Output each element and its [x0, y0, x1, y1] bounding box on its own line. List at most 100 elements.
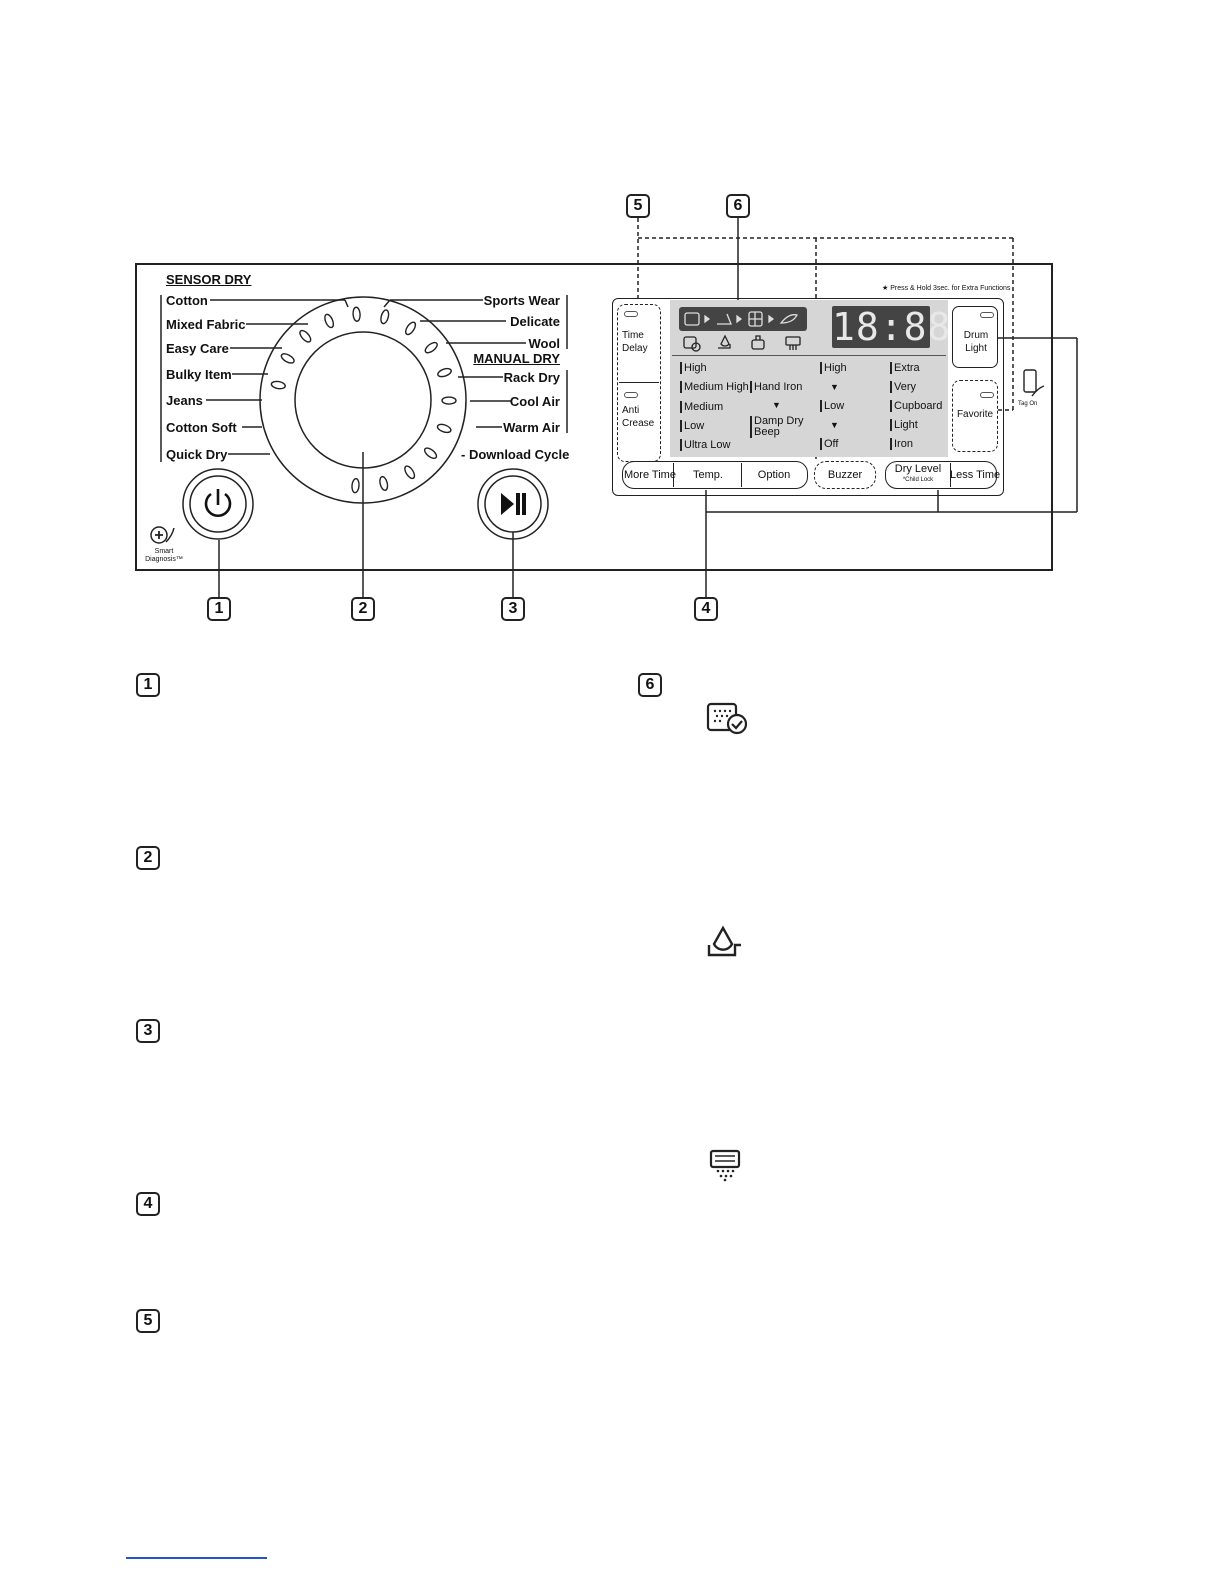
dial-led [437, 367, 452, 378]
drum-light-led [980, 312, 994, 318]
cycle-sports-wear[interactable]: Sports Wear [483, 293, 560, 308]
cycle-cotton-soft[interactable]: Cotton Soft [166, 420, 237, 435]
dial-led [379, 475, 389, 492]
footer-link-rule [126, 1557, 267, 1559]
cycle-easy-care[interactable]: Easy Care [166, 341, 229, 356]
temp-low: Low [680, 420, 704, 432]
manual-dry-header: MANUAL DRY [473, 351, 560, 366]
dry-light: Light [890, 419, 918, 431]
more-time-button[interactable]: More Time [624, 469, 676, 481]
cycle-wool[interactable]: Wool [528, 336, 560, 351]
cycle-delicate[interactable]: Delicate [510, 314, 560, 329]
less-time-button[interactable]: Less Time [950, 469, 1001, 481]
dial-led [351, 477, 360, 494]
smart-diagnosis-icon [150, 526, 175, 544]
dial-led [270, 380, 286, 390]
left-button-group [622, 461, 808, 489]
callout-6-top: 6 [726, 194, 750, 218]
time-low: Low [820, 400, 844, 412]
dial-led [436, 423, 452, 434]
callout-2: 2 [351, 597, 375, 621]
section-marker-2: 2 [136, 846, 160, 870]
favorite-label: Favorite [956, 409, 994, 420]
start-pause-button[interactable] [476, 467, 550, 541]
dry-cupboard: Cupboard [890, 400, 942, 412]
dry-level-button[interactable]: Dry Level [894, 463, 942, 475]
time-delay-button[interactable]: Time Delay [622, 330, 648, 354]
favorite-button[interactable] [952, 380, 998, 452]
temp-ultra-low: Ultra Low [680, 439, 730, 451]
drum-light-button[interactable] [952, 306, 998, 368]
control-panel [135, 263, 1053, 571]
callout-1: 1 [207, 597, 231, 621]
option-hand-iron: Hand Iron [750, 381, 802, 393]
buzzer-button[interactable] [814, 461, 876, 489]
status-icons-row [683, 334, 801, 352]
section-marker-1: 1 [136, 673, 160, 697]
cycle-quick-dry[interactable]: Quick Dry [166, 447, 228, 462]
sensor-check-icon [706, 702, 748, 735]
cycle-download[interactable]: - Download Cycle [461, 447, 570, 462]
callout-4: 4 [694, 597, 718, 621]
callout-5-group-left [617, 304, 661, 462]
cycle-cotton[interactable]: Cotton [166, 293, 208, 308]
leader-lines [160, 218, 1078, 597]
cycle-cool-air[interactable]: Cool Air [509, 394, 560, 409]
dial-led [352, 306, 361, 322]
time-display: 18:88 [832, 305, 952, 349]
tag-on-icon [1023, 369, 1045, 397]
cycle-dial[interactable] [253, 290, 473, 510]
press-hold-note: ★ Press & Hold 3sec. for Extra Functions [882, 285, 1011, 292]
dial-led [299, 329, 312, 343]
water-drop-icon [707, 925, 741, 957]
power-icon [204, 489, 232, 517]
option-arrow: ▼ [772, 400, 781, 410]
power-button[interactable] [181, 467, 255, 541]
option-button[interactable]: Option [757, 469, 791, 481]
buzzer-label: Buzzer [827, 469, 863, 481]
section-marker-4: 4 [136, 1192, 160, 1216]
temp-medium-high: Medium High [680, 381, 749, 393]
section-marker-6: 6 [638, 673, 662, 697]
dial-led [441, 396, 457, 405]
anti-crease-led [624, 392, 638, 398]
right-button-group [885, 461, 997, 489]
dial-led [405, 321, 417, 336]
temp-medium: Medium [680, 401, 723, 413]
dial-led [380, 309, 390, 325]
dial-led [424, 341, 438, 354]
cycle-jeans[interactable]: Jeans [166, 393, 203, 408]
filter-clean-icon [709, 1149, 741, 1182]
callout-5-top: 5 [626, 194, 650, 218]
dial-led [404, 465, 416, 480]
section-marker-5: 5 [136, 1309, 160, 1333]
callout-3: 3 [501, 597, 525, 621]
dial-led [324, 313, 335, 329]
display-panel [612, 298, 1004, 496]
section-marker-3: 3 [136, 1019, 160, 1043]
dry-very: Very [890, 381, 916, 393]
cycle-warm-air[interactable]: Warm Air [503, 420, 560, 435]
tag-on-label: Tag On [1018, 401, 1038, 407]
time-arrow-2: ▼ [830, 420, 839, 430]
time-off: Off [820, 438, 838, 450]
drum-light-label: Drum Light [963, 330, 989, 354]
temp-button[interactable]: Temp. [693, 469, 723, 481]
dry-extra: Extra [890, 362, 920, 374]
cycle-mixed-fabric[interactable]: Mixed Fabric [166, 317, 246, 332]
cycle-rack-dry[interactable]: Rack Dry [503, 370, 560, 385]
child-lock-label: *Child Lock [902, 477, 934, 483]
dial-led [280, 353, 295, 364]
smart-diagnosis-label: Smart Diagnosis™ [145, 548, 183, 563]
dry-iron: Iron [890, 438, 913, 450]
sensor-dry-header: SENSOR DRY [166, 272, 252, 287]
cycle-bulky-item[interactable]: Bulky Item [166, 367, 232, 382]
favorite-led [980, 392, 994, 398]
time-high: High [820, 362, 847, 374]
option-damp-dry-beep: Damp Dry Beep [750, 416, 804, 438]
temp-high: High [680, 362, 707, 374]
play-pause-icon [501, 493, 526, 515]
anti-crease-button[interactable]: Anti Crease [622, 405, 655, 429]
cycle-progress-bar [679, 307, 807, 331]
dial-led [423, 447, 438, 460]
